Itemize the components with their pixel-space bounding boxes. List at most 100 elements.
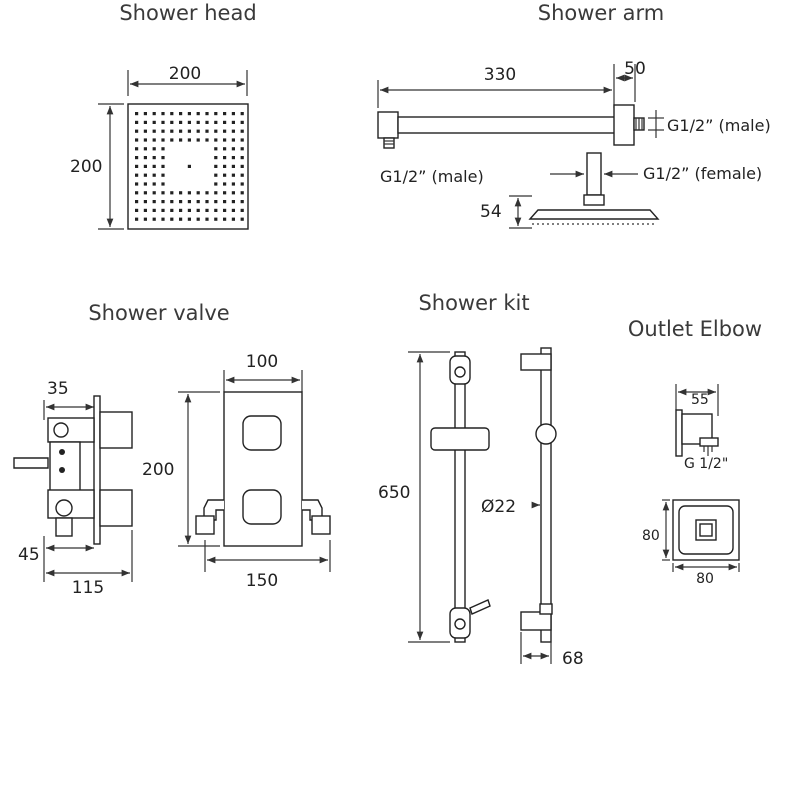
nozzle (231, 164, 235, 168)
head-depth-label: 54 (480, 202, 502, 222)
valve-side-bolt (59, 467, 65, 473)
nozzle (161, 200, 165, 204)
nozzle (223, 138, 227, 142)
valve-side-bolt (59, 449, 65, 455)
nozzle (205, 217, 209, 221)
elbow-side-plate (675, 409, 683, 457)
nozzle (143, 191, 147, 195)
nozzle (135, 129, 139, 133)
elbow-depth-label: 55 (691, 392, 709, 408)
nozzle (179, 129, 183, 133)
nozzle (205, 138, 209, 142)
valve-side-bottom-label: 45 (18, 545, 40, 565)
outlet-elbow-section: Outlet Elbow 55 G 1/2" 80 80 (628, 317, 762, 587)
kit-side-rail (540, 347, 552, 643)
nozzle (223, 129, 227, 133)
arm-wall-plate (613, 104, 635, 146)
nozzle (187, 217, 191, 221)
valve-side-width-label: 115 (72, 578, 104, 598)
valve-side-knob-bottom (99, 489, 133, 527)
nozzle (143, 138, 147, 142)
nozzle (135, 147, 139, 151)
nozzle (152, 112, 156, 116)
nozzle (223, 112, 227, 116)
nozzle (179, 200, 183, 204)
nozzle (223, 217, 227, 221)
nozzle (240, 138, 244, 142)
nozzle (187, 112, 191, 116)
nozzle (170, 120, 174, 124)
nozzle (231, 112, 235, 116)
nozzle (152, 129, 156, 133)
nozzle (161, 120, 165, 124)
kit-diameter-label: Ø22 (481, 497, 516, 517)
nozzle (161, 147, 165, 151)
shower-head-title: Shower head (119, 1, 256, 25)
nozzle (152, 182, 156, 186)
valve-inlet-left-nut (195, 515, 215, 535)
nozzle (135, 200, 139, 204)
kit-bracket-screw (454, 366, 466, 378)
valve-front-height-label: 200 (142, 460, 174, 480)
nozzle (187, 120, 191, 124)
nozzle (231, 156, 235, 160)
valve-side-outlet (55, 517, 73, 537)
nozzle (223, 182, 227, 186)
shower-arm-title: Shower arm (538, 1, 664, 25)
nozzle (152, 120, 156, 124)
nozzle (135, 182, 139, 186)
nozzle (161, 156, 165, 160)
kit-slider-holder (430, 427, 490, 451)
nozzle (231, 208, 235, 212)
nozzle (205, 112, 209, 116)
nozzle (152, 200, 156, 204)
valve-side-port (53, 422, 69, 438)
nozzle (231, 138, 235, 142)
elbow-plate-height-label: 80 (642, 528, 660, 544)
nozzle (143, 156, 147, 160)
nozzle (187, 129, 191, 133)
nozzle (135, 173, 139, 177)
nozzle (240, 120, 244, 124)
nozzle (179, 138, 183, 142)
nozzle (196, 191, 200, 195)
nozzle (143, 120, 147, 124)
nozzle (240, 129, 244, 133)
nozzle (214, 217, 218, 221)
valve-side-knob-top (99, 411, 133, 449)
valve-side-lever (13, 457, 49, 469)
nozzle (214, 138, 218, 142)
valve-side-top-label: 35 (47, 379, 69, 399)
elbow-plate-width-label: 80 (696, 571, 714, 587)
nozzle (240, 182, 244, 186)
nozzle (170, 217, 174, 221)
nozzle (152, 173, 156, 177)
nozzle (240, 147, 244, 151)
nozzle (223, 208, 227, 212)
head-side-body (528, 209, 660, 220)
nozzle (170, 191, 174, 195)
nozzle (135, 191, 139, 195)
nozzle (187, 200, 191, 204)
nozzle (143, 208, 147, 212)
kit-side-bracket-top (520, 353, 552, 371)
nozzle (179, 191, 183, 195)
nozzle (214, 156, 218, 160)
kit-side-bracket-bottom (520, 611, 552, 631)
nozzle (196, 129, 200, 133)
nozzle (240, 208, 244, 212)
nozzle (214, 129, 218, 133)
nozzle (240, 200, 244, 204)
thread-male-left-label: G1/2” (male) (380, 167, 484, 186)
nozzle (161, 164, 165, 168)
nozzle (170, 129, 174, 133)
shower-head-plate (127, 103, 249, 230)
arm-end-label: 50 (624, 59, 646, 79)
nozzle (223, 156, 227, 160)
kit-side-slider (535, 423, 557, 445)
elbow-thread-label: G 1/2" (684, 456, 728, 472)
nozzle (223, 147, 227, 151)
valve-side-body-mid (49, 441, 81, 493)
nozzle (179, 217, 183, 221)
